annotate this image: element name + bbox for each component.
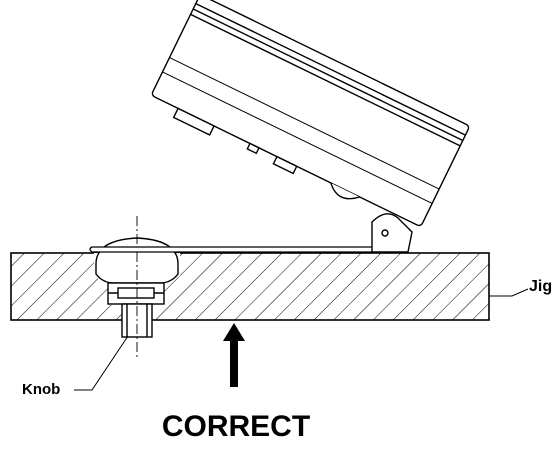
caption-correct: CORRECT xyxy=(162,410,310,443)
jig-label: Jig xyxy=(529,278,552,295)
hinge-bracket xyxy=(371,213,413,253)
base-plate xyxy=(89,246,409,253)
up-arrow-icon xyxy=(223,323,245,387)
jig-leader xyxy=(489,288,529,297)
knob-leader xyxy=(74,335,129,391)
knob-label: Knob xyxy=(22,381,60,398)
device-body xyxy=(151,0,470,227)
jig-block xyxy=(10,252,490,321)
